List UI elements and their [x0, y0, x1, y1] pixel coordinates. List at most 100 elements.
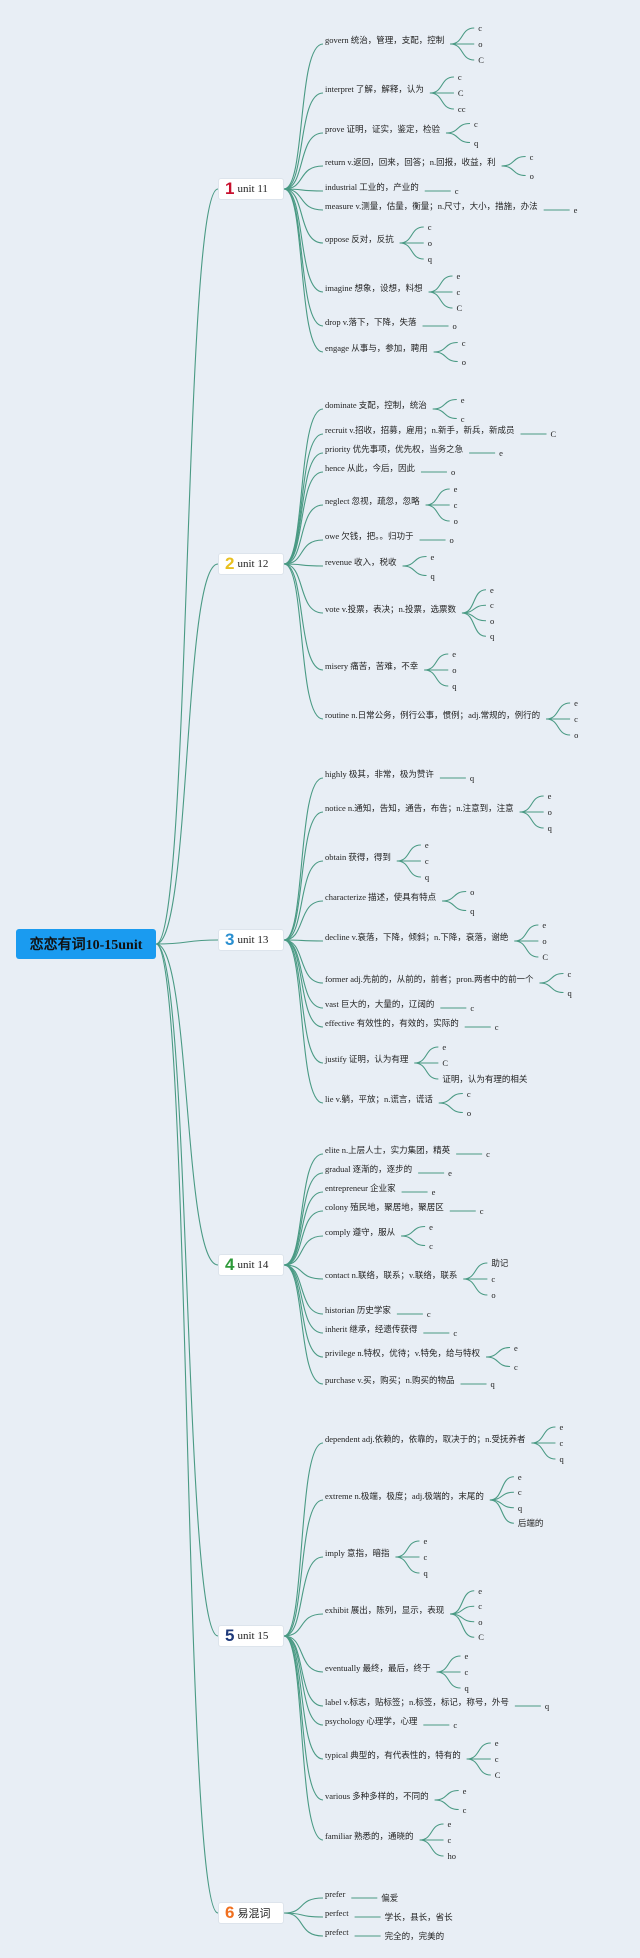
leaf-note[interactable]: e: [453, 484, 458, 494]
leaf-note[interactable]: c: [470, 1003, 475, 1013]
leaf-note[interactable]: q: [464, 1683, 469, 1693]
leaf-note[interactable]: c: [453, 1328, 458, 1338]
leaf-note[interactable]: e: [547, 791, 552, 801]
word-node[interactable]: owe 欠钱，把。。归功于: [325, 531, 414, 541]
leaf-note[interactable]: e: [430, 551, 435, 562]
leaf-note[interactable]: ho: [447, 1851, 457, 1861]
word-node[interactable]: contact n.联络，联系；v.联络，联系: [325, 1270, 458, 1280]
word-node[interactable]: label v.标志，贴标签；n.标签，标记，称号，外号: [325, 1697, 509, 1707]
leaf-note[interactable]: c: [447, 1835, 452, 1845]
leaf-note[interactable]: c: [456, 287, 461, 297]
word-node[interactable]: return v.返回，回来，回答；n.回报，收益，利: [325, 157, 496, 167]
word-node[interactable]: entrepreneur 企业家: [325, 1183, 396, 1193]
leaf-note[interactable]: o: [427, 238, 432, 248]
leaf-note[interactable]: q: [490, 1379, 495, 1389]
leaf-note[interactable]: C: [442, 1058, 449, 1068]
word-node[interactable]: decline v.衰落，下降，倾斜；n.下降，衰落，谢绝: [325, 932, 509, 942]
leaf-note[interactable]: e: [452, 649, 457, 659]
leaf-note[interactable]: c: [423, 1552, 428, 1562]
leaf-note[interactable]: e: [573, 205, 578, 215]
leaf-note[interactable]: o: [542, 936, 547, 946]
leaf-note[interactable]: q: [567, 987, 572, 998]
word-node[interactable]: imply 意指，暗指: [325, 1548, 390, 1558]
leaf-note[interactable]: o: [452, 665, 457, 675]
leaf-note[interactable]: e: [429, 1221, 433, 1232]
leaf-note[interactable]: o: [470, 886, 475, 897]
word-node[interactable]: hence 从此，今后，因此: [325, 463, 415, 473]
leaf-note[interactable]: q: [489, 631, 495, 642]
leaf-note[interactable]: e: [542, 920, 547, 930]
leaf-note[interactable]: 助记: [491, 1258, 509, 1268]
leaf-note[interactable]: q: [469, 773, 475, 783]
leaf-note[interactable]: e: [499, 448, 503, 458]
leaf-note[interactable]: c: [454, 186, 459, 196]
leaf-note[interactable]: c: [424, 856, 429, 866]
leaf-note[interactable]: o: [453, 516, 458, 526]
word-node[interactable]: notice n.通知，告知，通告，布告；n.注意到，注意: [325, 803, 514, 813]
leaf-note[interactable]: e: [514, 1342, 518, 1353]
word-node[interactable]: recruit v.招收，招募，雇用；n.新手，新兵，新成员: [325, 425, 515, 435]
word-node[interactable]: various 多种多样的，不同的: [325, 1791, 429, 1801]
leaf-note[interactable]: c: [567, 968, 572, 979]
word-node[interactable]: historian 历史学家: [325, 1305, 391, 1315]
word-node[interactable]: lie v.躺，平放；n.谎言，谎话: [325, 1094, 433, 1104]
word-node[interactable]: exhibit 展出，陈列，显示，表现: [325, 1605, 445, 1615]
leaf-note[interactable]: C: [478, 1632, 484, 1643]
leaf-note[interactable]: c: [486, 1149, 490, 1159]
leaf-note[interactable]: q: [427, 254, 432, 264]
leaf-note[interactable]: c: [559, 1438, 564, 1448]
leaf-note[interactable]: C: [550, 429, 557, 439]
word-node[interactable]: elite n.上层人士，实力集团，精英: [325, 1145, 451, 1155]
leaf-note[interactable]: 完全的，完美的: [384, 1931, 445, 1941]
word-node[interactable]: obtain 获得，得到: [325, 852, 391, 862]
leaf-note[interactable]: e: [574, 698, 578, 708]
word-node[interactable]: highly 极其，非常，极为赞许: [325, 769, 434, 779]
word-node[interactable]: former adj.先前的，从前的，前者；pron.两者中的前一个: [325, 974, 534, 984]
word-node[interactable]: prefer: [325, 1889, 346, 1899]
leaf-note[interactable]: cc: [457, 104, 466, 114]
word-node[interactable]: imagine 想象，设想，料想: [325, 283, 423, 293]
word-node[interactable]: vote v.投票，表决；n.投票，选票数: [325, 604, 456, 614]
leaf-note[interactable]: c: [464, 1667, 469, 1677]
leaf-note[interactable]: o: [529, 170, 534, 181]
leaf-note[interactable]: e: [478, 1585, 483, 1596]
leaf-note[interactable]: c: [479, 1206, 484, 1216]
word-node[interactable]: vast 巨大的，大量的，辽阔的: [325, 999, 435, 1009]
leaf-note[interactable]: 证明，认为有理的相关: [442, 1074, 528, 1084]
word-node[interactable]: neglect 忽视，疏忽，忽略: [325, 496, 420, 506]
leaf-note[interactable]: e: [448, 1168, 452, 1178]
leaf-note[interactable]: q: [559, 1454, 564, 1464]
leaf-note[interactable]: c: [514, 1361, 518, 1372]
leaf-note[interactable]: c: [517, 1487, 522, 1498]
leaf-note[interactable]: c: [453, 500, 458, 510]
leaf-note[interactable]: C: [457, 88, 464, 98]
word-node[interactable]: psychology 心理学，心理: [325, 1716, 418, 1726]
word-node[interactable]: purchase v.买，购买；n.购买的物品: [325, 1375, 455, 1385]
word-node[interactable]: routine n.日常公务，例行公事，惯例；adj.常规的，例行的: [325, 710, 541, 720]
leaf-note[interactable]: c: [426, 1309, 431, 1319]
leaf-note[interactable]: o: [547, 807, 552, 817]
leaf-note[interactable]: e: [462, 1785, 467, 1796]
leaf-note[interactable]: c: [429, 1240, 433, 1251]
leaf-note[interactable]: o: [466, 1107, 472, 1118]
word-node[interactable]: extreme n.极端，极度；adj.极端的，末尾的: [325, 1491, 484, 1501]
leaf-note[interactable]: c: [462, 1804, 467, 1815]
leaf-note[interactable]: c: [457, 72, 462, 82]
leaf-note[interactable]: q: [517, 1502, 523, 1513]
leaf-note[interactable]: c: [453, 1720, 458, 1730]
leaf-note[interactable]: c: [478, 1601, 483, 1612]
leaf-note[interactable]: e: [423, 1536, 428, 1546]
word-node[interactable]: colony 殖民地，聚居地，聚居区: [325, 1202, 444, 1212]
leaf-note[interactable]: c: [473, 118, 478, 129]
leaf-note[interactable]: e: [447, 1819, 452, 1829]
leaf-note[interactable]: o: [449, 535, 454, 545]
leaf-note[interactable]: c: [466, 1088, 471, 1099]
leaf-note[interactable]: q: [452, 681, 457, 691]
leaf-note[interactable]: q: [473, 137, 479, 148]
leaf-note[interactable]: c: [489, 600, 494, 611]
word-node[interactable]: inherit 继承，经遗传获得: [325, 1324, 418, 1334]
word-node[interactable]: revenue 收入，税收: [325, 557, 397, 567]
leaf-note[interactable]: e: [559, 1422, 564, 1432]
